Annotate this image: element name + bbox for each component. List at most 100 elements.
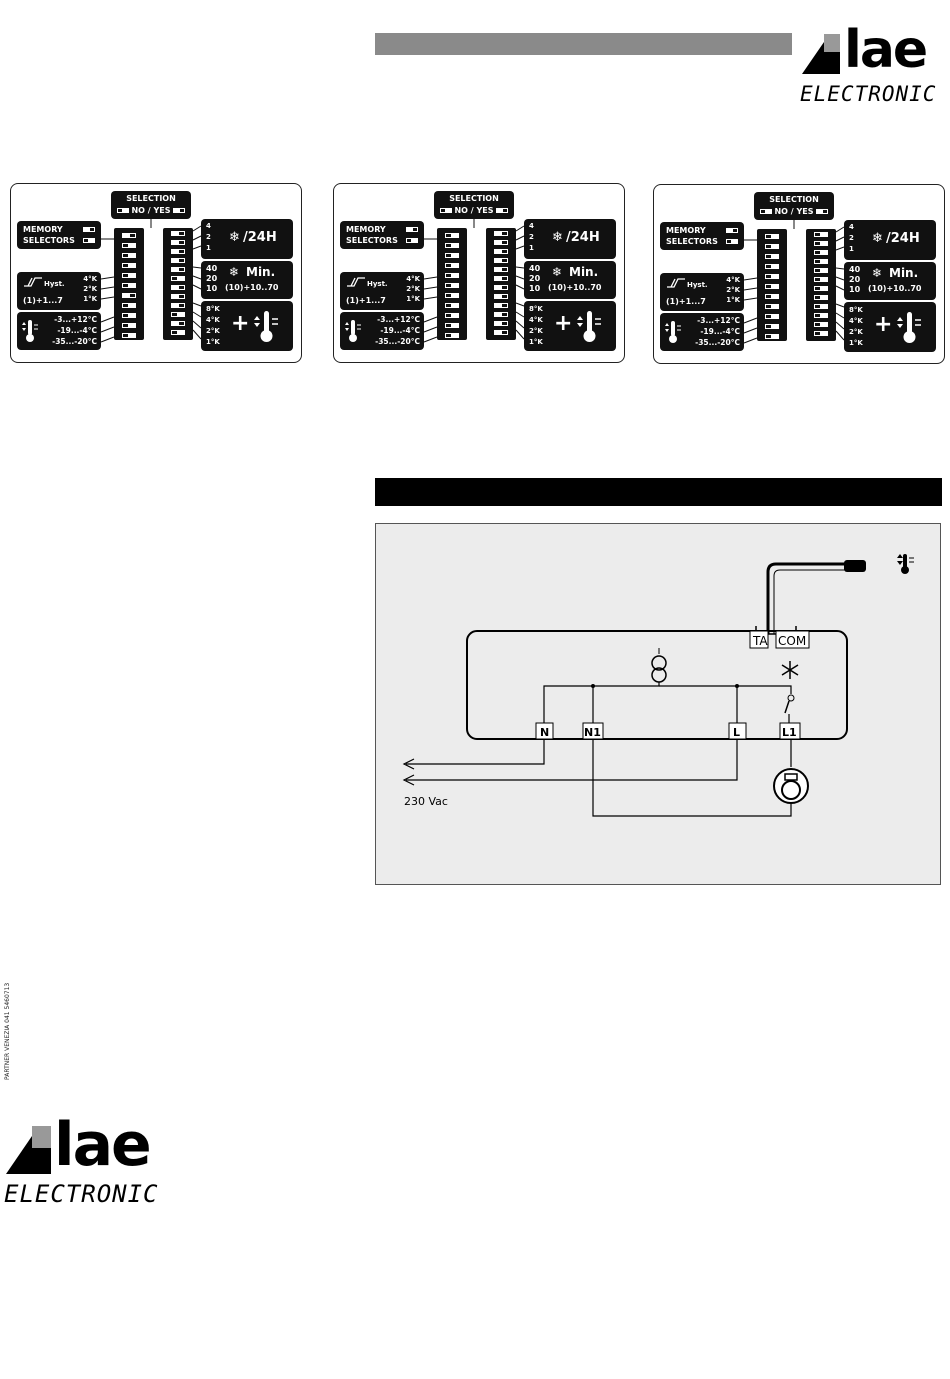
dip-switch[interactable]: [171, 240, 185, 245]
dip-switch[interactable]: [494, 240, 508, 245]
dip-switch[interactable]: [494, 285, 508, 290]
dip-switch[interactable]: [122, 313, 136, 318]
dip-switch[interactable]: [765, 284, 779, 289]
dip-switch[interactable]: [171, 303, 185, 308]
hyst-text: Hyst.: [687, 281, 708, 289]
dip-switch[interactable]: [171, 231, 185, 236]
dip-switch[interactable]: [445, 313, 459, 318]
dip-switch[interactable]: [171, 312, 185, 317]
dip-switch[interactable]: [445, 333, 459, 338]
temp-range: -35...-20°C: [52, 337, 97, 346]
dip-switch[interactable]: [171, 330, 185, 335]
dip-switch[interactable]: [494, 303, 508, 308]
switch-yes-icon: [173, 208, 186, 213]
dip-switch[interactable]: [445, 253, 459, 258]
dip-switch[interactable]: [765, 334, 779, 339]
switch-icon: [406, 227, 418, 232]
arrow-left-icon: [402, 774, 415, 786]
dip-switch[interactable]: [765, 244, 779, 249]
brand-name: lae: [844, 20, 928, 80]
dip-switch[interactable]: [122, 283, 136, 288]
dip-switch[interactable]: [494, 249, 508, 254]
selection-sub: NO / YES: [131, 206, 171, 215]
min-value: 10: [206, 284, 218, 293]
dip-switch[interactable]: [171, 249, 185, 254]
dip-switch[interactable]: [171, 267, 185, 272]
dip-switch[interactable]: [445, 323, 459, 328]
dip-switch[interactable]: [171, 285, 185, 290]
dip-switch[interactable]: [814, 286, 828, 291]
dip-switch[interactable]: [814, 331, 828, 336]
dip-switch[interactable]: [122, 243, 136, 248]
temperature-range-label: -3...+12°C-19...-4°C-35...-20°C: [660, 313, 744, 351]
dip-switch[interactable]: [122, 273, 136, 278]
min-value: 20: [849, 275, 861, 284]
dip-switch[interactable]: [171, 258, 185, 263]
dip-switch[interactable]: [765, 254, 779, 259]
defrost-value: 1: [849, 245, 854, 253]
memory-row-2: SELECTORS: [666, 236, 738, 247]
dip-switch[interactable]: [814, 277, 828, 282]
dip-switch[interactable]: [122, 303, 136, 308]
dip-switch[interactable]: [445, 243, 459, 248]
dip-switch[interactable]: [814, 232, 828, 237]
dip-switch[interactable]: [494, 258, 508, 263]
dip-switch[interactable]: [122, 323, 136, 328]
dip-switch[interactable]: [814, 259, 828, 264]
temp-range: -35...-20°C: [695, 338, 740, 347]
dip-switch[interactable]: [494, 312, 508, 317]
min-range: (10)+10..70: [225, 283, 279, 292]
selection-sub-row: NO / YES: [434, 205, 514, 217]
dip-switch[interactable]: [814, 241, 828, 246]
dip-switch[interactable]: [765, 314, 779, 319]
dip-switch[interactable]: [765, 324, 779, 329]
dip-switch[interactable]: [814, 313, 828, 318]
dip-switch[interactable]: [494, 231, 508, 236]
dip-switch[interactable]: [122, 333, 136, 338]
dip-switch[interactable]: [171, 321, 185, 326]
dip-switch[interactable]: [445, 233, 459, 238]
terminal-n-label: N: [540, 726, 549, 739]
dip-switch[interactable]: [494, 330, 508, 335]
plus-value: 2°K: [529, 327, 543, 335]
dip-switch[interactable]: [171, 276, 185, 281]
dip-switch[interactable]: [494, 294, 508, 299]
dip-switch[interactable]: [445, 283, 459, 288]
dip-switch[interactable]: [122, 263, 136, 268]
brand-logo-top: lae ELECTRONIC: [800, 20, 940, 112]
header-bar: [375, 33, 792, 55]
memory-row-1: MEMORY: [666, 225, 738, 236]
dip-switch[interactable]: [814, 304, 828, 309]
dip-switch[interactable]: [122, 253, 136, 258]
dip-switch[interactable]: [814, 295, 828, 300]
dip-switch[interactable]: [765, 264, 779, 269]
dip-switch[interactable]: [765, 274, 779, 279]
dip-switch[interactable]: [765, 304, 779, 309]
dip-switch[interactable]: [765, 234, 779, 239]
min-value: 10: [529, 284, 541, 293]
dip-switch[interactable]: [814, 250, 828, 255]
transformer-icon: [651, 648, 667, 683]
dip-switch[interactable]: [122, 293, 136, 298]
dip-switch[interactable]: [445, 273, 459, 278]
plus-value: 1°K: [529, 338, 543, 346]
dip-switch[interactable]: [814, 268, 828, 273]
thermometer-icon: [897, 554, 914, 574]
hyst-value: 1°K: [406, 295, 420, 303]
min-value: 20: [529, 274, 541, 283]
dip-switch[interactable]: [122, 233, 136, 238]
dip-switch[interactable]: [445, 293, 459, 298]
dip-switch[interactable]: [765, 294, 779, 299]
dip-switch[interactable]: [494, 276, 508, 281]
dip-switch[interactable]: [814, 322, 828, 327]
dip-switch[interactable]: [494, 267, 508, 272]
memory-selectors-label: MEMORY SELECTORS: [340, 221, 424, 249]
dip-switch[interactable]: [494, 321, 508, 326]
selection-sub-row: NO / YES: [111, 205, 191, 217]
defrost-text: /24H: [243, 230, 277, 245]
dip-switch[interactable]: [171, 294, 185, 299]
dip-switch[interactable]: [445, 303, 459, 308]
dip-switch[interactable]: [445, 263, 459, 268]
